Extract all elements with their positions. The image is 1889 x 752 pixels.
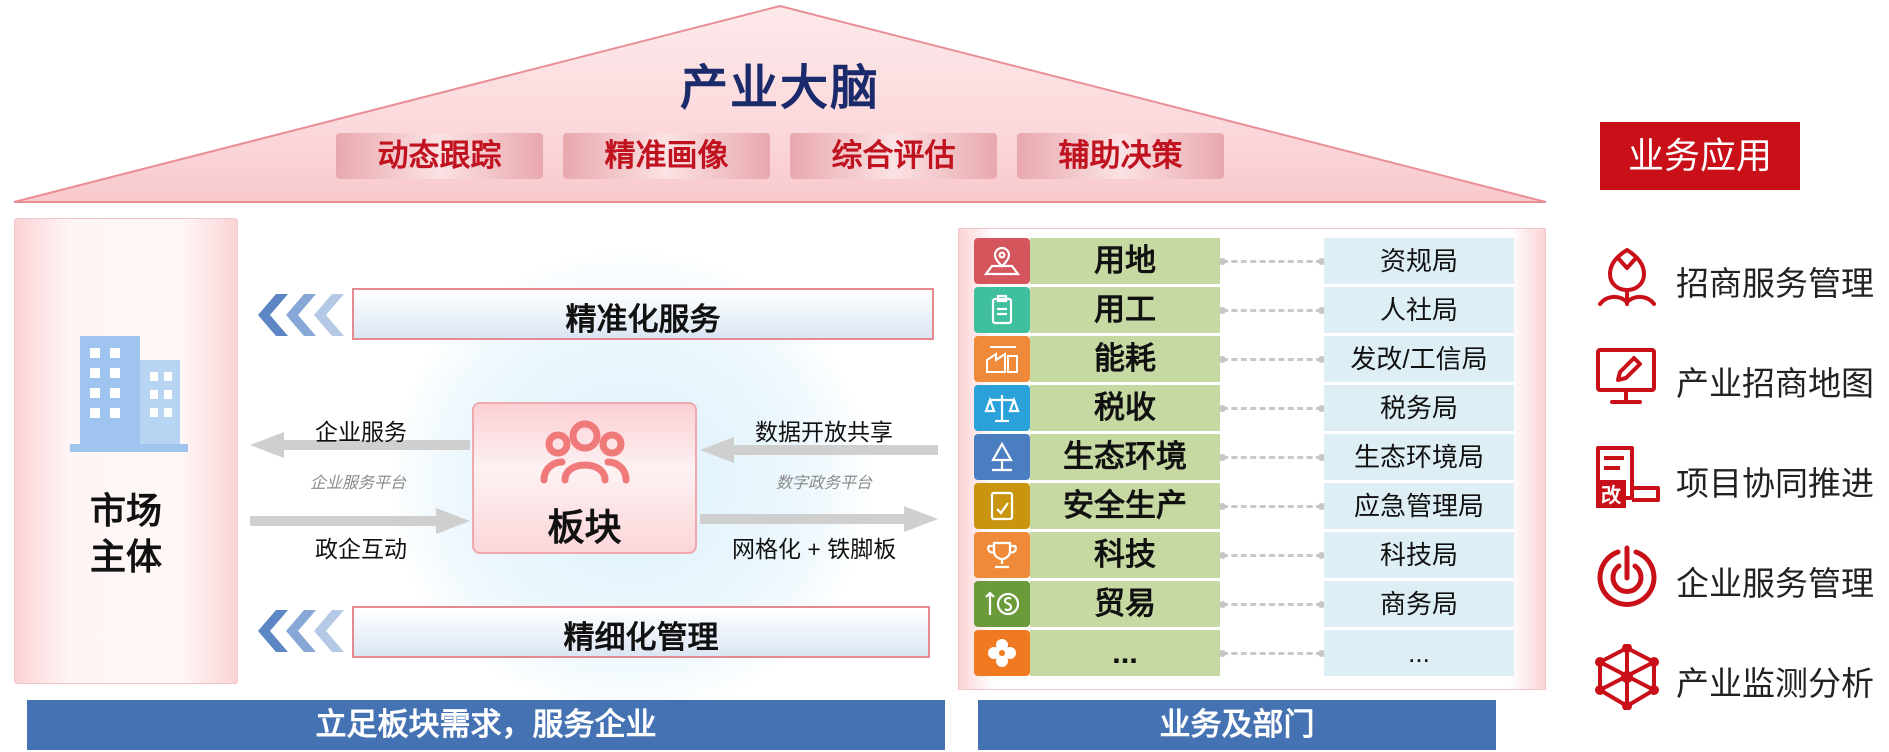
department-ecology-bureau: 生态环境局 bbox=[1324, 434, 1514, 480]
business-safety: 安全生产 bbox=[1030, 483, 1220, 529]
enterprise-platform-label: 企业服务平台 bbox=[310, 475, 407, 492]
department-emergency-management: 应急管理局 bbox=[1324, 483, 1514, 529]
footer-right-banner: 业务及部门 bbox=[978, 700, 1496, 750]
data-sharing-label: 数据开放共享 bbox=[755, 419, 893, 445]
land-pin-icon bbox=[974, 238, 1030, 284]
connector-dashed bbox=[1219, 258, 1325, 265]
grid-management-label: 网格化 + 铁脚板 bbox=[732, 536, 897, 562]
business-row: 生态环境 生态环境局 bbox=[974, 434, 1534, 480]
app-item-enterprise-service[interactable]: 企业服务管理 bbox=[1592, 540, 1889, 612]
connector-dashed bbox=[1219, 454, 1325, 461]
capability-decision-support: 辅助决策 bbox=[1017, 133, 1224, 179]
building-icon bbox=[70, 336, 188, 452]
app-label: 企业服务管理 bbox=[1676, 565, 1874, 602]
connector-dashed bbox=[1219, 601, 1325, 608]
business-trade: 贸易 bbox=[1030, 581, 1220, 627]
network-hexagon-icon bbox=[1595, 644, 1659, 710]
app-item-investment-service[interactable]: 招商服务管理 bbox=[1592, 240, 1889, 312]
business-apps-header: 业务应用 bbox=[1600, 122, 1800, 190]
business-row: 安全生产 应急管理局 bbox=[974, 483, 1534, 529]
capability-comprehensive-evaluation: 综合评估 bbox=[790, 133, 997, 179]
monitor-pen-icon bbox=[1596, 348, 1656, 404]
connector-dashed bbox=[1219, 503, 1325, 510]
market-line-2: 主体 bbox=[89, 536, 162, 577]
app-item-project-collaboration[interactable]: 改 项目协同推进 bbox=[1592, 440, 1889, 512]
app-label: 招商服务管理 bbox=[1676, 265, 1874, 302]
department-more: ... bbox=[1324, 630, 1514, 676]
connector-dashed bbox=[1219, 405, 1325, 412]
factory-energy-icon bbox=[974, 336, 1030, 382]
app-item-industry-monitoring[interactable]: 产业监测分析 bbox=[1592, 640, 1889, 712]
roof-title: 产业大脑 bbox=[679, 62, 880, 115]
business-land: 用地 bbox=[1030, 238, 1220, 284]
tulip-icon bbox=[1598, 248, 1656, 306]
capability-dynamic-tracking: 动态跟踪 bbox=[336, 133, 543, 179]
power-target-icon bbox=[1597, 545, 1657, 607]
tree-icon bbox=[974, 434, 1030, 480]
department-commerce-bureau: 商务局 bbox=[1324, 581, 1514, 627]
app-label: 产业监测分析 bbox=[1676, 665, 1874, 702]
department-natural-resources: 资规局 bbox=[1324, 238, 1514, 284]
business-ecology: 生态环境 bbox=[1030, 434, 1220, 480]
id-card-icon bbox=[974, 287, 1030, 333]
arrow-left-icon bbox=[250, 432, 470, 458]
connector-dashed bbox=[1219, 650, 1325, 657]
app-item-investment-map[interactable]: 产业招商地图 bbox=[1592, 340, 1889, 412]
block-label: 板块 bbox=[547, 507, 622, 548]
connector-dashed bbox=[1219, 552, 1325, 559]
app-label: 项目协同推进 bbox=[1676, 465, 1874, 502]
connector-dashed bbox=[1219, 307, 1325, 314]
footer-left-banner: 立足板块需求，服务企业 bbox=[27, 700, 945, 750]
gov-enterprise-interaction-label: 政企互动 bbox=[315, 536, 407, 562]
enterprise-service-label: 企业服务 bbox=[315, 419, 407, 445]
capability-precise-profile: 精准画像 bbox=[563, 133, 770, 179]
business-more: ... bbox=[1030, 630, 1220, 676]
department-development-reform: 发改/工信局 bbox=[1324, 336, 1514, 382]
market-subject-label: 市场 主体 bbox=[14, 488, 238, 580]
arrow-right-icon bbox=[250, 508, 470, 534]
business-tax: 税收 bbox=[1030, 385, 1220, 431]
business-row: ... ... bbox=[974, 630, 1534, 676]
arrow-left-icon bbox=[700, 437, 938, 463]
clover-icon bbox=[974, 630, 1030, 676]
business-labor: 用工 bbox=[1030, 287, 1220, 333]
safety-document-icon bbox=[974, 483, 1030, 529]
business-row: 用工 人社局 bbox=[974, 287, 1534, 333]
fine-management-bar: 精细化管理 bbox=[352, 606, 930, 658]
connector-dashed bbox=[1219, 356, 1325, 363]
arrow-right-icon bbox=[700, 506, 938, 532]
business-row: 税收 税务局 bbox=[974, 385, 1534, 431]
department-human-resources: 人社局 bbox=[1324, 287, 1514, 333]
precise-service-bar: 精准化服务 bbox=[352, 288, 934, 340]
business-technology: 科技 bbox=[1030, 532, 1220, 578]
trophy-icon bbox=[974, 532, 1030, 578]
chevron-left-icon bbox=[258, 294, 344, 336]
business-row: 科技 科技局 bbox=[974, 532, 1534, 578]
market-line-1: 市场 bbox=[89, 490, 162, 531]
department-tax-bureau: 税务局 bbox=[1324, 385, 1514, 431]
business-row: 用地 资规局 bbox=[974, 238, 1534, 284]
app-label: 产业招商地图 bbox=[1676, 365, 1874, 402]
business-energy: 能耗 bbox=[1030, 336, 1220, 382]
scale-icon bbox=[974, 385, 1030, 431]
business-row: 贸易 商务局 bbox=[974, 581, 1534, 627]
department-science-technology: 科技局 bbox=[1324, 532, 1514, 578]
business-row: 能耗 发改/工信局 bbox=[974, 336, 1534, 382]
reform-document-icon: 改 bbox=[1596, 446, 1660, 508]
chevron-left-icon bbox=[258, 610, 344, 652]
digital-gov-platform-label: 数字政务平台 bbox=[776, 475, 873, 492]
trade-money-icon bbox=[974, 581, 1030, 627]
svg-text:改: 改 bbox=[1601, 483, 1622, 507]
group-people-icon bbox=[540, 420, 630, 484]
